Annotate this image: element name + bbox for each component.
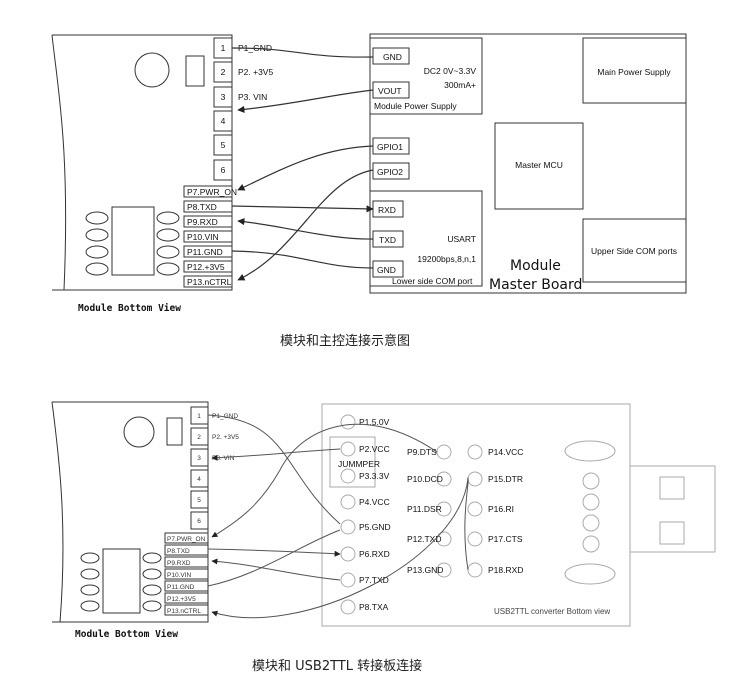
usb2ttl-bottom-label: USB2TTL converter Bottom view — [494, 607, 610, 616]
wires-1 — [231, 47, 374, 281]
usb-pin-p1: P1.5.0V — [359, 417, 390, 427]
m2-side-pin-p13: P13.nCTRL — [167, 608, 201, 615]
caption-2: 模块和 USB2TTL 转接板连接 — [252, 658, 422, 674]
m2-pin-num-5: 5 — [197, 497, 201, 504]
side-pin-p13: P13.nCTRL — [187, 277, 232, 287]
caption-1: 模块和主控连接示意图 — [280, 333, 410, 349]
jummper-label: JUMMPER — [338, 459, 380, 469]
board-title-line1: Module — [510, 258, 561, 274]
upper-com-box — [582, 218, 687, 283]
m2-side-pin-p8: P8.TXD — [167, 548, 190, 555]
side-pin-p7: P7.PWR_ON — [187, 187, 237, 197]
usb-pin-p14: P14.VCC — [488, 447, 523, 457]
master-gnd-label: GND — [383, 52, 402, 62]
main-power-supply-box — [582, 37, 687, 104]
m2-pin-num-1: 1 — [197, 413, 201, 420]
usb-pin-p11: P11.DSR — [407, 504, 442, 514]
module-bottom-view-2: 1 2 3 4 5 6 P1_GND P2. +3V5 P3. VIN P7.P… — [51, 401, 239, 623]
pin-num-1: 1 — [221, 43, 226, 53]
usb-plug — [629, 465, 716, 553]
master-rxd-label: RXD — [378, 205, 396, 215]
master-vout-label: VOUT — [378, 86, 402, 96]
wires-2 — [207, 414, 469, 619]
m2-side-pin-p12: P12.+3V5 — [167, 596, 196, 603]
dc-spec-line1: DC2 0V~3.3V — [424, 66, 477, 76]
gpio2-label: GPIO2 — [377, 167, 403, 177]
pin-num-4: 4 — [221, 116, 226, 126]
usb-pin-p6: P6.RXD — [359, 549, 390, 559]
usb-pin-p3: P3.3.3V — [359, 471, 390, 481]
m2-pin-num-4: 4 — [197, 476, 201, 483]
usb-pin-p7: P7.TXD — [359, 575, 389, 585]
master-board: GND VOUT DC2 0V~3.3V 300mA+ Module Power… — [369, 33, 687, 294]
pin-num-3: 3 — [221, 92, 226, 102]
m2-pin-label-p3: P3. VIN — [212, 455, 235, 462]
m2-pin-num-2: 2 — [197, 434, 201, 441]
pin-label-p3: P3. VIN — [238, 92, 267, 102]
usb2ttl-board: P1.5.0V P2.VCC JUMMPER P3.3.3V P4.VCC P5… — [321, 403, 631, 627]
usb-pin-p10: P10.DCD — [407, 474, 443, 484]
usb-pin-p12: P12.TXD — [407, 534, 442, 544]
usb-pin-p2: P2.VCC — [359, 444, 390, 454]
module-bottom-view-1: 1 2 3 4 5 6 P1_GND P2. +3V5 P3. VIN P7.P… — [51, 34, 273, 291]
board-title-line2: Master Board — [489, 277, 582, 293]
usart-label: USART — [447, 234, 476, 244]
usb-pin-p9: P9.DTS — [407, 447, 437, 457]
usb-pin-p18: P18.RXD — [488, 565, 523, 575]
m2-pin-label-p2: P2. +3V5 — [212, 434, 239, 441]
m2-side-pin-p7: P7.PWR_ON — [167, 536, 206, 543]
pin-num-6: 6 — [221, 165, 226, 175]
lower-com-label: Lower side COM port — [392, 276, 473, 286]
m2-pin-num-6: 6 — [197, 518, 201, 525]
usb-pin-p17: P17.CTS — [488, 534, 523, 544]
master-mcu-label: Master MCU — [515, 160, 563, 170]
side-pin-p12: P12.+3V5 — [187, 262, 225, 272]
usb-pin-p8: P8.TXA — [359, 602, 389, 612]
pin-num-5: 5 — [221, 140, 226, 150]
usb-pin-p16: P16.RI — [488, 504, 514, 514]
m2-side-pin-p9: P9.RXD — [167, 560, 191, 567]
side-pin-p9: P9.RXD — [187, 217, 218, 227]
master-gnd2-label: GND — [377, 265, 396, 275]
module-bottom-view-label-2: Module Bottom View — [75, 629, 178, 640]
upper-com-label: Upper Side COM ports — [591, 246, 677, 256]
gpio1-label: GPIO1 — [377, 142, 403, 152]
baud-label: 19200bps,8,n,1 — [417, 254, 476, 264]
pin-label-p2: P2. +3V5 — [238, 67, 273, 77]
m2-side-pin-p10: P10.VIN — [167, 572, 192, 579]
chip-body-1 — [111, 206, 155, 276]
module-bottom-view-label-1: Module Bottom View — [78, 303, 181, 314]
module-chip-1 — [185, 55, 205, 87]
side-pin-p11: P11.GND — [187, 247, 223, 257]
module-power-supply-label: Module Power Supply — [374, 101, 457, 111]
diagram-module-usb2ttl: P1.5.0V P2.VCC JUMMPER P3.3.3V P4.VCC P5… — [51, 401, 716, 674]
master-mcu-box — [494, 122, 584, 210]
diagram-module-master: 1 2 3 4 5 6 P1_GND P2. +3V5 P3. VIN P7.P… — [51, 33, 687, 349]
pin-num-2: 2 — [221, 67, 226, 77]
side-pin-p8: P8.TXD — [187, 202, 217, 212]
usb-pin-p5: P5.GND — [359, 522, 391, 532]
m2-side-pin-p11: P11.GND — [167, 584, 195, 591]
master-txd-label: TXD — [379, 235, 396, 245]
main-power-supply-label: Main Power Supply — [597, 67, 671, 77]
usb-pin-p13: P13.GND — [407, 565, 443, 575]
dc-spec-line2: 300mA+ — [444, 80, 476, 90]
m2-pin-num-3: 3 — [197, 455, 201, 462]
usb-pin-p15: P15.DTR — [488, 474, 523, 484]
usb-pin-p4: P4.VCC — [359, 497, 390, 507]
side-pin-p10: P10.VIN — [187, 232, 219, 242]
antenna-circle-1 — [134, 52, 170, 88]
